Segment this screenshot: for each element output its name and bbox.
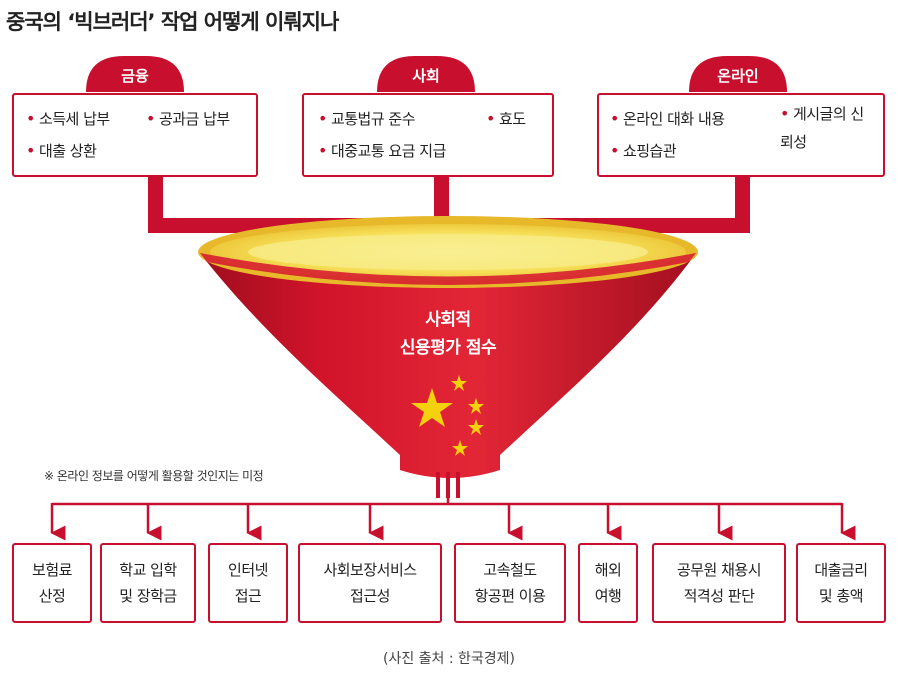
society-item: •교통법규 준수: [318, 109, 416, 128]
output-line: 여행: [594, 587, 622, 605]
output-line: 및 장학금: [119, 587, 177, 605]
output-connector: [50, 497, 856, 541]
output-box-internet: 인터넷 접근: [208, 543, 288, 623]
output-line: 학교 입학: [119, 561, 177, 579]
finance-item: •공과금 납부: [146, 109, 230, 128]
output-box-transport: 고속철도 항공편 이용: [454, 543, 566, 623]
society-box: [302, 93, 554, 177]
society-item: •대중교통 요금 지급: [318, 141, 446, 160]
finance-item: •소득세 납부: [26, 109, 110, 128]
funnel-label-line1: 사회적: [425, 310, 471, 330]
category-label-finance: 금융: [121, 67, 149, 85]
output-box-school: 학교 입학 및 장학금: [100, 543, 196, 623]
output-box-civil-service: 공무원 채용시 적격성 판단: [652, 543, 786, 623]
output-box-insurance: 보험료 산정: [12, 543, 92, 623]
output-box-loan: 대출금리 및 총액: [796, 543, 886, 623]
image-caption: (사진 출처 : 한국경제): [382, 651, 516, 667]
page-title: 중국의 ‘빅브러더’ 작업 어떻게 이뤄지나: [6, 10, 339, 34]
output-line: 공무원 채용시: [676, 561, 762, 579]
output-line: 해외: [594, 561, 622, 579]
finance-item: •대출 상환: [26, 141, 97, 160]
output-line: 인터넷: [228, 561, 268, 579]
online-item: •게시글의 신뢰성: [780, 104, 864, 151]
online-item: •온라인 대화 내용: [610, 109, 725, 128]
output-line: 대출금리: [814, 561, 868, 579]
output-box-social-security: 사회보장서비스 접근성: [298, 543, 442, 623]
online-box: [597, 93, 885, 177]
output-line: 산정: [38, 587, 66, 605]
footnote: ※ 온라인 정보를 어떻게 활용할 것인지는 미정: [44, 469, 264, 483]
category-label-online: 온라인: [717, 67, 759, 85]
output-line: 항공편 이용: [474, 587, 546, 605]
category-pill-online: [689, 56, 787, 92]
output-line: 접근성: [350, 587, 390, 605]
online-item: •쇼핑습관: [610, 141, 677, 160]
finance-box: [12, 93, 258, 177]
output-line: 보험료: [32, 561, 72, 579]
category-label-society: 사회: [412, 67, 440, 85]
output-line: 사회보장서비스: [323, 561, 417, 579]
output-box-overseas: 해외 여행: [578, 543, 638, 623]
output-line: 적격성 판단: [683, 587, 755, 605]
china-flag-stars-icon: [411, 375, 484, 456]
output-line: 고속철도: [483, 561, 537, 579]
output-line: 및 총액: [818, 587, 864, 605]
society-item: •효도: [486, 109, 526, 128]
funnel: [198, 216, 698, 498]
category-pill-finance: [86, 56, 184, 92]
funnel-label-line2: 신용평가 점수: [399, 338, 497, 358]
output-line: 접근: [234, 587, 262, 605]
category-pill-society: [377, 56, 475, 92]
